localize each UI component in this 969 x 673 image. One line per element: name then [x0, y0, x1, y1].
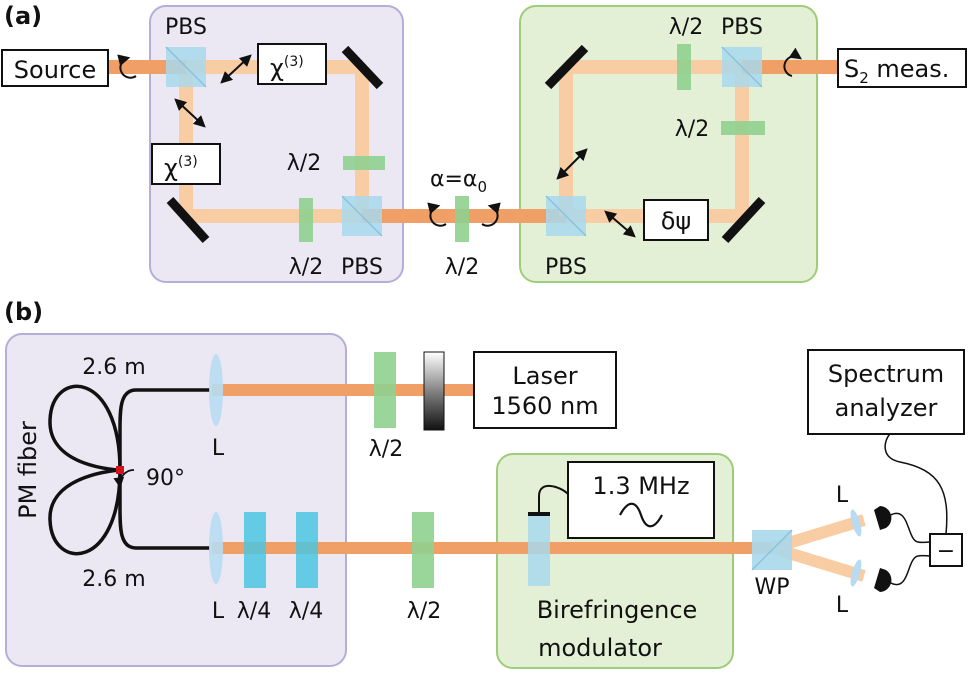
modulator-label-line2: modulator: [538, 634, 662, 662]
sine-wave-icon: [619, 502, 663, 528]
subtractor-box: [929, 533, 963, 567]
lens-b-detector-top: [850, 509, 862, 537]
spectrum-analyzer-box: [807, 349, 965, 435]
pbs-label-a-right: PBS: [545, 255, 587, 280]
lens-label-detector-bottom: L: [836, 593, 849, 618]
mirror-a-bottom-left: [166, 196, 210, 244]
hwp-label-a-middle: λ/2: [445, 255, 479, 280]
hwp-label-b-top: λ/2: [369, 437, 403, 462]
chi3-left-symbol: χ(3): [164, 154, 198, 182]
photodiode-bottom: [874, 568, 892, 592]
qwp-label-b-2: λ/4: [289, 599, 323, 624]
photodiode-top: [874, 506, 892, 530]
phase-shift-label: δψ: [661, 207, 692, 235]
pm-fiber-coil: [48, 384, 210, 556]
pbs-cube-a-output: [721, 46, 763, 88]
rotation-arrows-a: [117, 47, 802, 227]
modulator-label-line1: Birefringence: [537, 596, 698, 624]
alpha-label: α=α0: [430, 167, 487, 196]
hwp-label-a-bottom: λ/2: [289, 255, 323, 280]
hwp-label-a-right: λ/2: [675, 117, 709, 142]
lens-b-detector-bottom: [850, 559, 862, 587]
hwp-label-a-left: λ/2: [287, 151, 321, 176]
modulator-wire: [538, 485, 569, 512]
half-wave-plate-a-left: [343, 156, 385, 170]
lens-b-top: [209, 354, 223, 426]
half-wave-plate-a-middle: [455, 196, 469, 242]
source-label: Source: [14, 56, 96, 84]
mirror-a-right-top-left: [544, 44, 589, 90]
subtractor-symbol: −: [937, 539, 955, 564]
fiber-length-top: 2.6 m: [82, 355, 145, 380]
panel-a-label: (a): [4, 2, 42, 30]
detector-cables: [884, 433, 948, 586]
pbs-label-a-output: PBS: [721, 15, 763, 40]
mirror-a-right-bottom-right: [721, 196, 766, 244]
chi3-box-left: [151, 143, 221, 185]
pbs-cube-a-middle: [341, 195, 383, 237]
half-wave-plate-b-bottom: [412, 512, 434, 588]
half-wave-plate-a-right: [721, 121, 765, 135]
pm-fiber-label: PM fiber: [14, 421, 42, 519]
pbs-label-a-input: PBS: [165, 15, 207, 40]
laser-label: Laser: [512, 362, 577, 390]
laser-box: [473, 351, 617, 429]
chi3-box-top: [257, 43, 327, 85]
pbs-cube-a-right: [545, 195, 587, 237]
chi3-top-symbol: χ(3): [270, 54, 304, 82]
spectrum-analyzer-label-line2: analyzer: [835, 394, 938, 422]
polarization-arrows-a: [174, 54, 636, 238]
quarter-wave-plate-b-2: [296, 512, 318, 588]
mirror-a-top-right: [341, 45, 384, 90]
half-wave-plate-a-bottom: [299, 198, 313, 242]
half-wave-plate-b-top: [374, 352, 396, 428]
quarter-wave-plate-b-1: [244, 512, 266, 588]
panel-b-label: (b): [4, 298, 43, 326]
hwp-label-b-bottom: λ/2: [407, 599, 441, 624]
half-wave-plate-a-top-right: [677, 44, 691, 90]
s2-measurement-label: S2 meas.: [844, 55, 949, 87]
lens-label-detector-top: L: [836, 483, 849, 508]
pbs-cube-a-input: [165, 46, 207, 88]
qwp-label-b-1: λ/4: [237, 599, 271, 624]
source-box: [1, 49, 109, 87]
pbs-label-a-middle: PBS: [341, 255, 383, 280]
lens-label-b-bottom: L: [212, 599, 225, 624]
fiber-splice-marker: [116, 466, 124, 474]
spectrum-analyzer-label-line1: Spectrum: [828, 360, 944, 388]
laser-wavelength: 1560 nm: [491, 392, 598, 420]
s2-measurement-box: [837, 48, 967, 88]
wollaston-label: WP: [754, 575, 789, 600]
angle-arrow: [113, 469, 135, 489]
lens-label-b-top: L: [212, 436, 225, 461]
splice-angle-label: 90°: [146, 466, 185, 491]
phase-shift-box: [643, 199, 709, 241]
wollaston-prism: [751, 529, 793, 571]
fiber-length-bottom: 2.6 m: [82, 567, 145, 592]
lens-b-bottom: [209, 512, 223, 584]
hwp-label-a-top-right: λ/2: [669, 15, 703, 40]
modulator-crystal: [528, 514, 550, 586]
rf-frequency: 1.3 MHz: [592, 472, 689, 500]
variable-attenuator: [423, 351, 445, 431]
rf-source-box: [567, 461, 715, 539]
